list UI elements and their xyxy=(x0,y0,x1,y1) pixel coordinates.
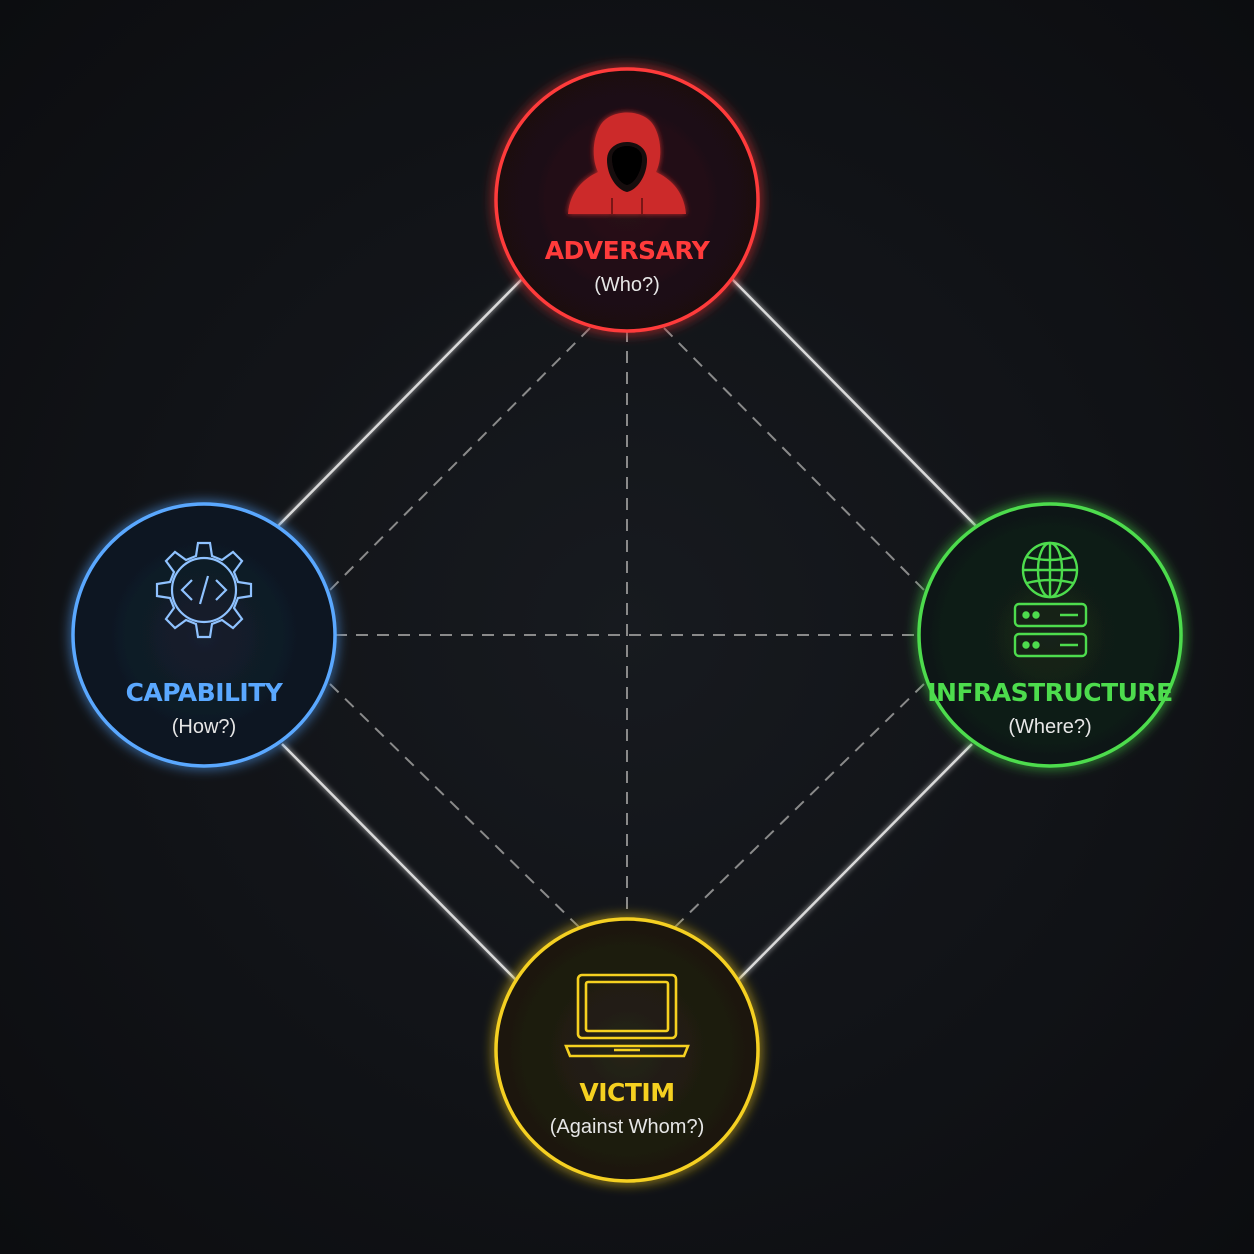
adversary-title: ADVERSARY xyxy=(545,236,711,265)
edge-inner-adversary-infrastructure xyxy=(663,327,925,591)
capability-subtitle: (How?) xyxy=(172,716,236,738)
infrastructure-subtitle: (Where?) xyxy=(1008,716,1091,738)
edge-inner-adversary-capability xyxy=(329,327,591,591)
adversary-node: ADVERSARY (Who?) xyxy=(494,67,760,333)
edge-inner-infrastructure-victim xyxy=(673,683,925,929)
laptop-icon xyxy=(564,973,690,1058)
edge-adversary-infrastructure xyxy=(730,277,977,527)
edge-adversary-capability xyxy=(277,277,524,527)
infrastructure-title: INFRASTRUCTURE xyxy=(927,678,1173,707)
gear-code-icon xyxy=(155,541,253,639)
victim-subtitle: (Against Whom?) xyxy=(550,1116,705,1138)
edge-capability-victim xyxy=(281,743,517,981)
hooded-figure-icon xyxy=(568,112,686,214)
capability-title: CAPABILITY xyxy=(126,678,284,707)
capability-circle xyxy=(71,502,337,768)
edges xyxy=(277,277,977,981)
victim-title: VICTIM xyxy=(579,1078,674,1107)
edge-infrastructure-victim xyxy=(737,743,973,981)
infrastructure-node: INFRASTRUCTURE (Where?) xyxy=(917,502,1183,768)
globe-server-icon xyxy=(1013,541,1088,658)
capability-node: CAPABILITY (How?) xyxy=(71,502,337,768)
victim-node: VICTIM (Against Whom?) xyxy=(494,917,760,1183)
adversary-subtitle: (Who?) xyxy=(594,274,660,296)
edge-inner-capability-victim xyxy=(329,683,581,929)
